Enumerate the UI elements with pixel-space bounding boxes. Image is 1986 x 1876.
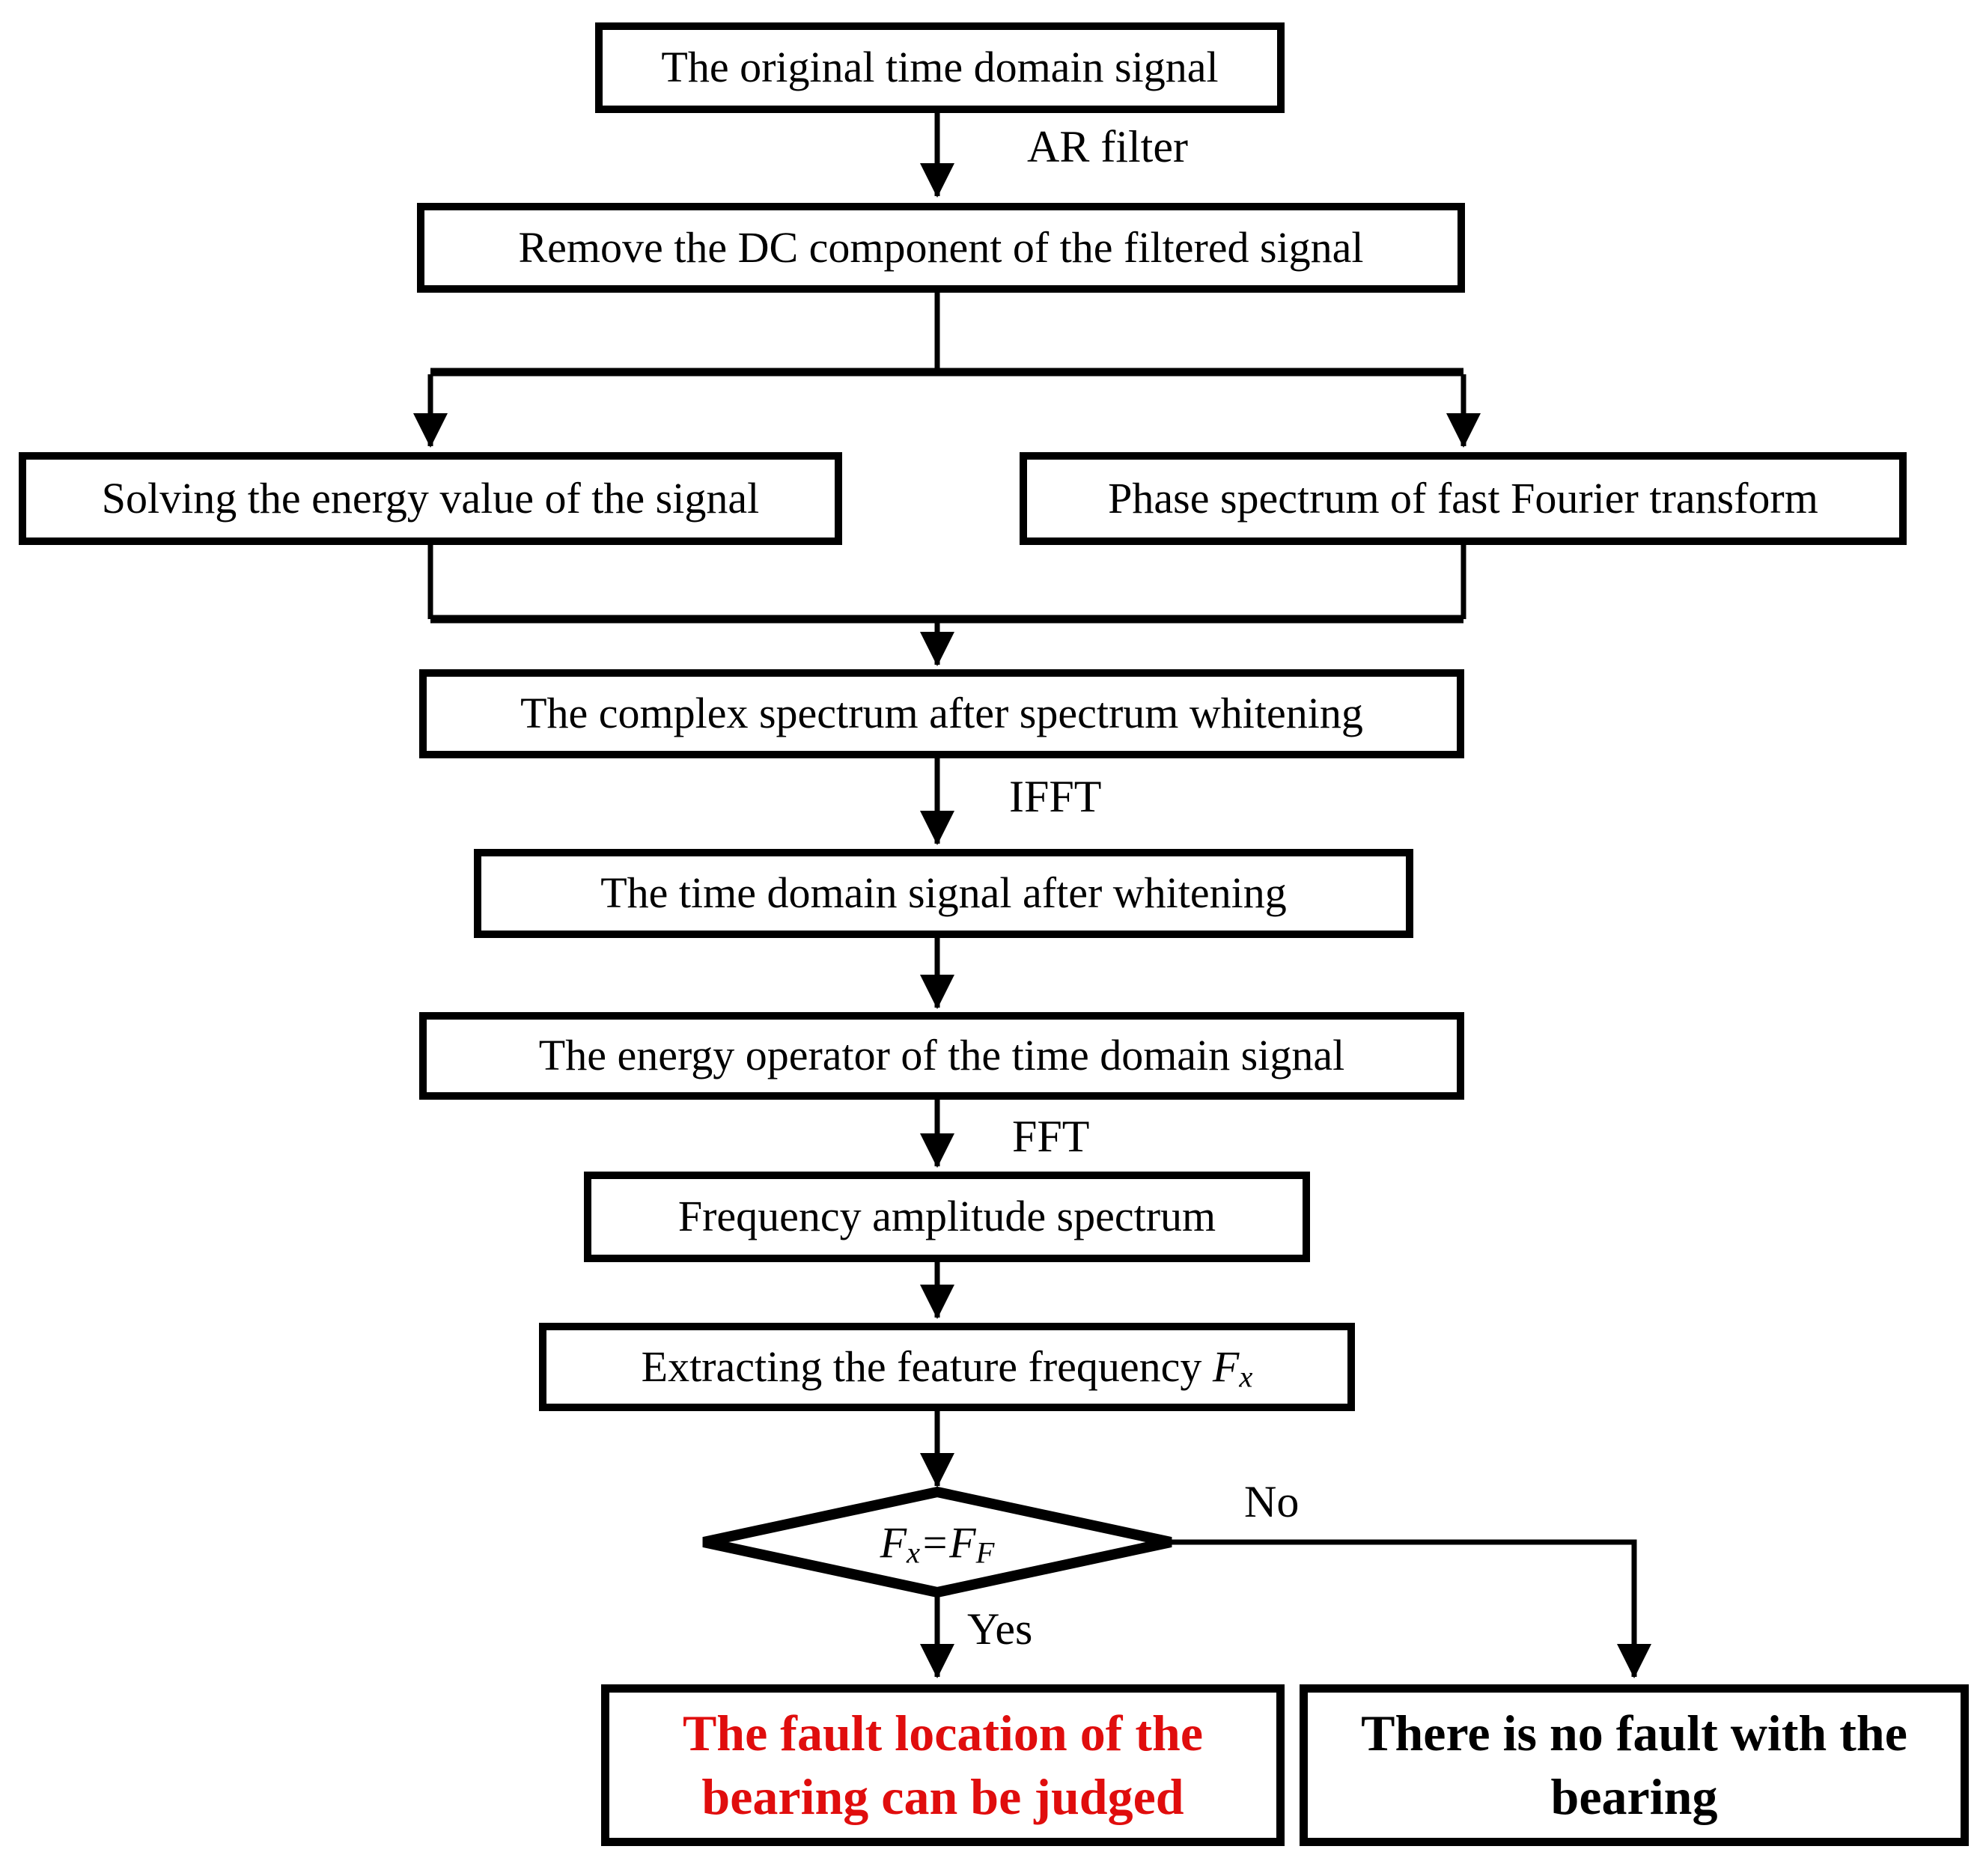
node-label: The time domain signal after whitening — [600, 868, 1287, 918]
node-label: The complex spectrum after spectrum whit… — [520, 689, 1363, 738]
edge-label-yes: Yes — [967, 1604, 1033, 1654]
edge-label-fft: FFT — [1012, 1112, 1090, 1161]
edge-label-ar-filter: AR filter — [1027, 122, 1188, 171]
node-label-line1: There is no fault with the — [1361, 1705, 1907, 1761]
node-label: The energy operator of the time domain s… — [538, 1031, 1345, 1080]
node-label: Frequency amplitude spectrum — [677, 1192, 1216, 1241]
node-extract-feature: Extracting the feature frequency Fx — [539, 1323, 1355, 1411]
node-label-line2: bearing — [1550, 1768, 1718, 1825]
feature-frequency-symbol: F — [1212, 1341, 1240, 1391]
node-energy-operator: The energy operator of the time domain s… — [419, 1012, 1464, 1100]
node-original-signal: The original time domain signal — [595, 22, 1285, 113]
node-fault-judged: The fault location of the bearing can be… — [601, 1684, 1285, 1846]
node-energy-value: Solving the energy value of the signal — [19, 452, 842, 545]
condition-formula: Fx=FF — [880, 1517, 995, 1569]
edge-label-no: No — [1244, 1477, 1300, 1526]
edge-label-ifft: IFFT — [1009, 772, 1102, 821]
node-label-line2: bearing can be judged — [701, 1768, 1184, 1825]
node-no-fault: There is no fault with the bearing — [1300, 1684, 1969, 1846]
node-remove-dc: Remove the DC component of the filtered … — [417, 203, 1465, 293]
node-label: The original time domain signal — [661, 43, 1219, 92]
decision-diamond — [702, 1486, 1172, 1598]
node-time-domain-whitened: The time domain signal after whitening — [474, 849, 1413, 938]
node-label: Extracting the feature frequency Fx — [641, 1341, 1253, 1394]
node-frequency-amplitude: Frequency amplitude spectrum — [584, 1172, 1310, 1262]
node-label: Remove the DC component of the filtered … — [518, 222, 1364, 272]
node-label-line1: The fault location of the — [682, 1705, 1204, 1761]
node-complex-spectrum: The complex spectrum after spectrum whit… — [419, 669, 1464, 758]
node-label: Solving the energy value of the signal — [101, 473, 760, 523]
decision-condition: Fx=FF — [788, 1502, 1087, 1583]
node-label: Phase spectrum of fast Fourier transform — [1108, 473, 1818, 523]
node-phase-spectrum: Phase spectrum of fast Fourier transform — [1020, 452, 1907, 545]
arrow-no-branch — [1168, 1539, 1651, 1678]
